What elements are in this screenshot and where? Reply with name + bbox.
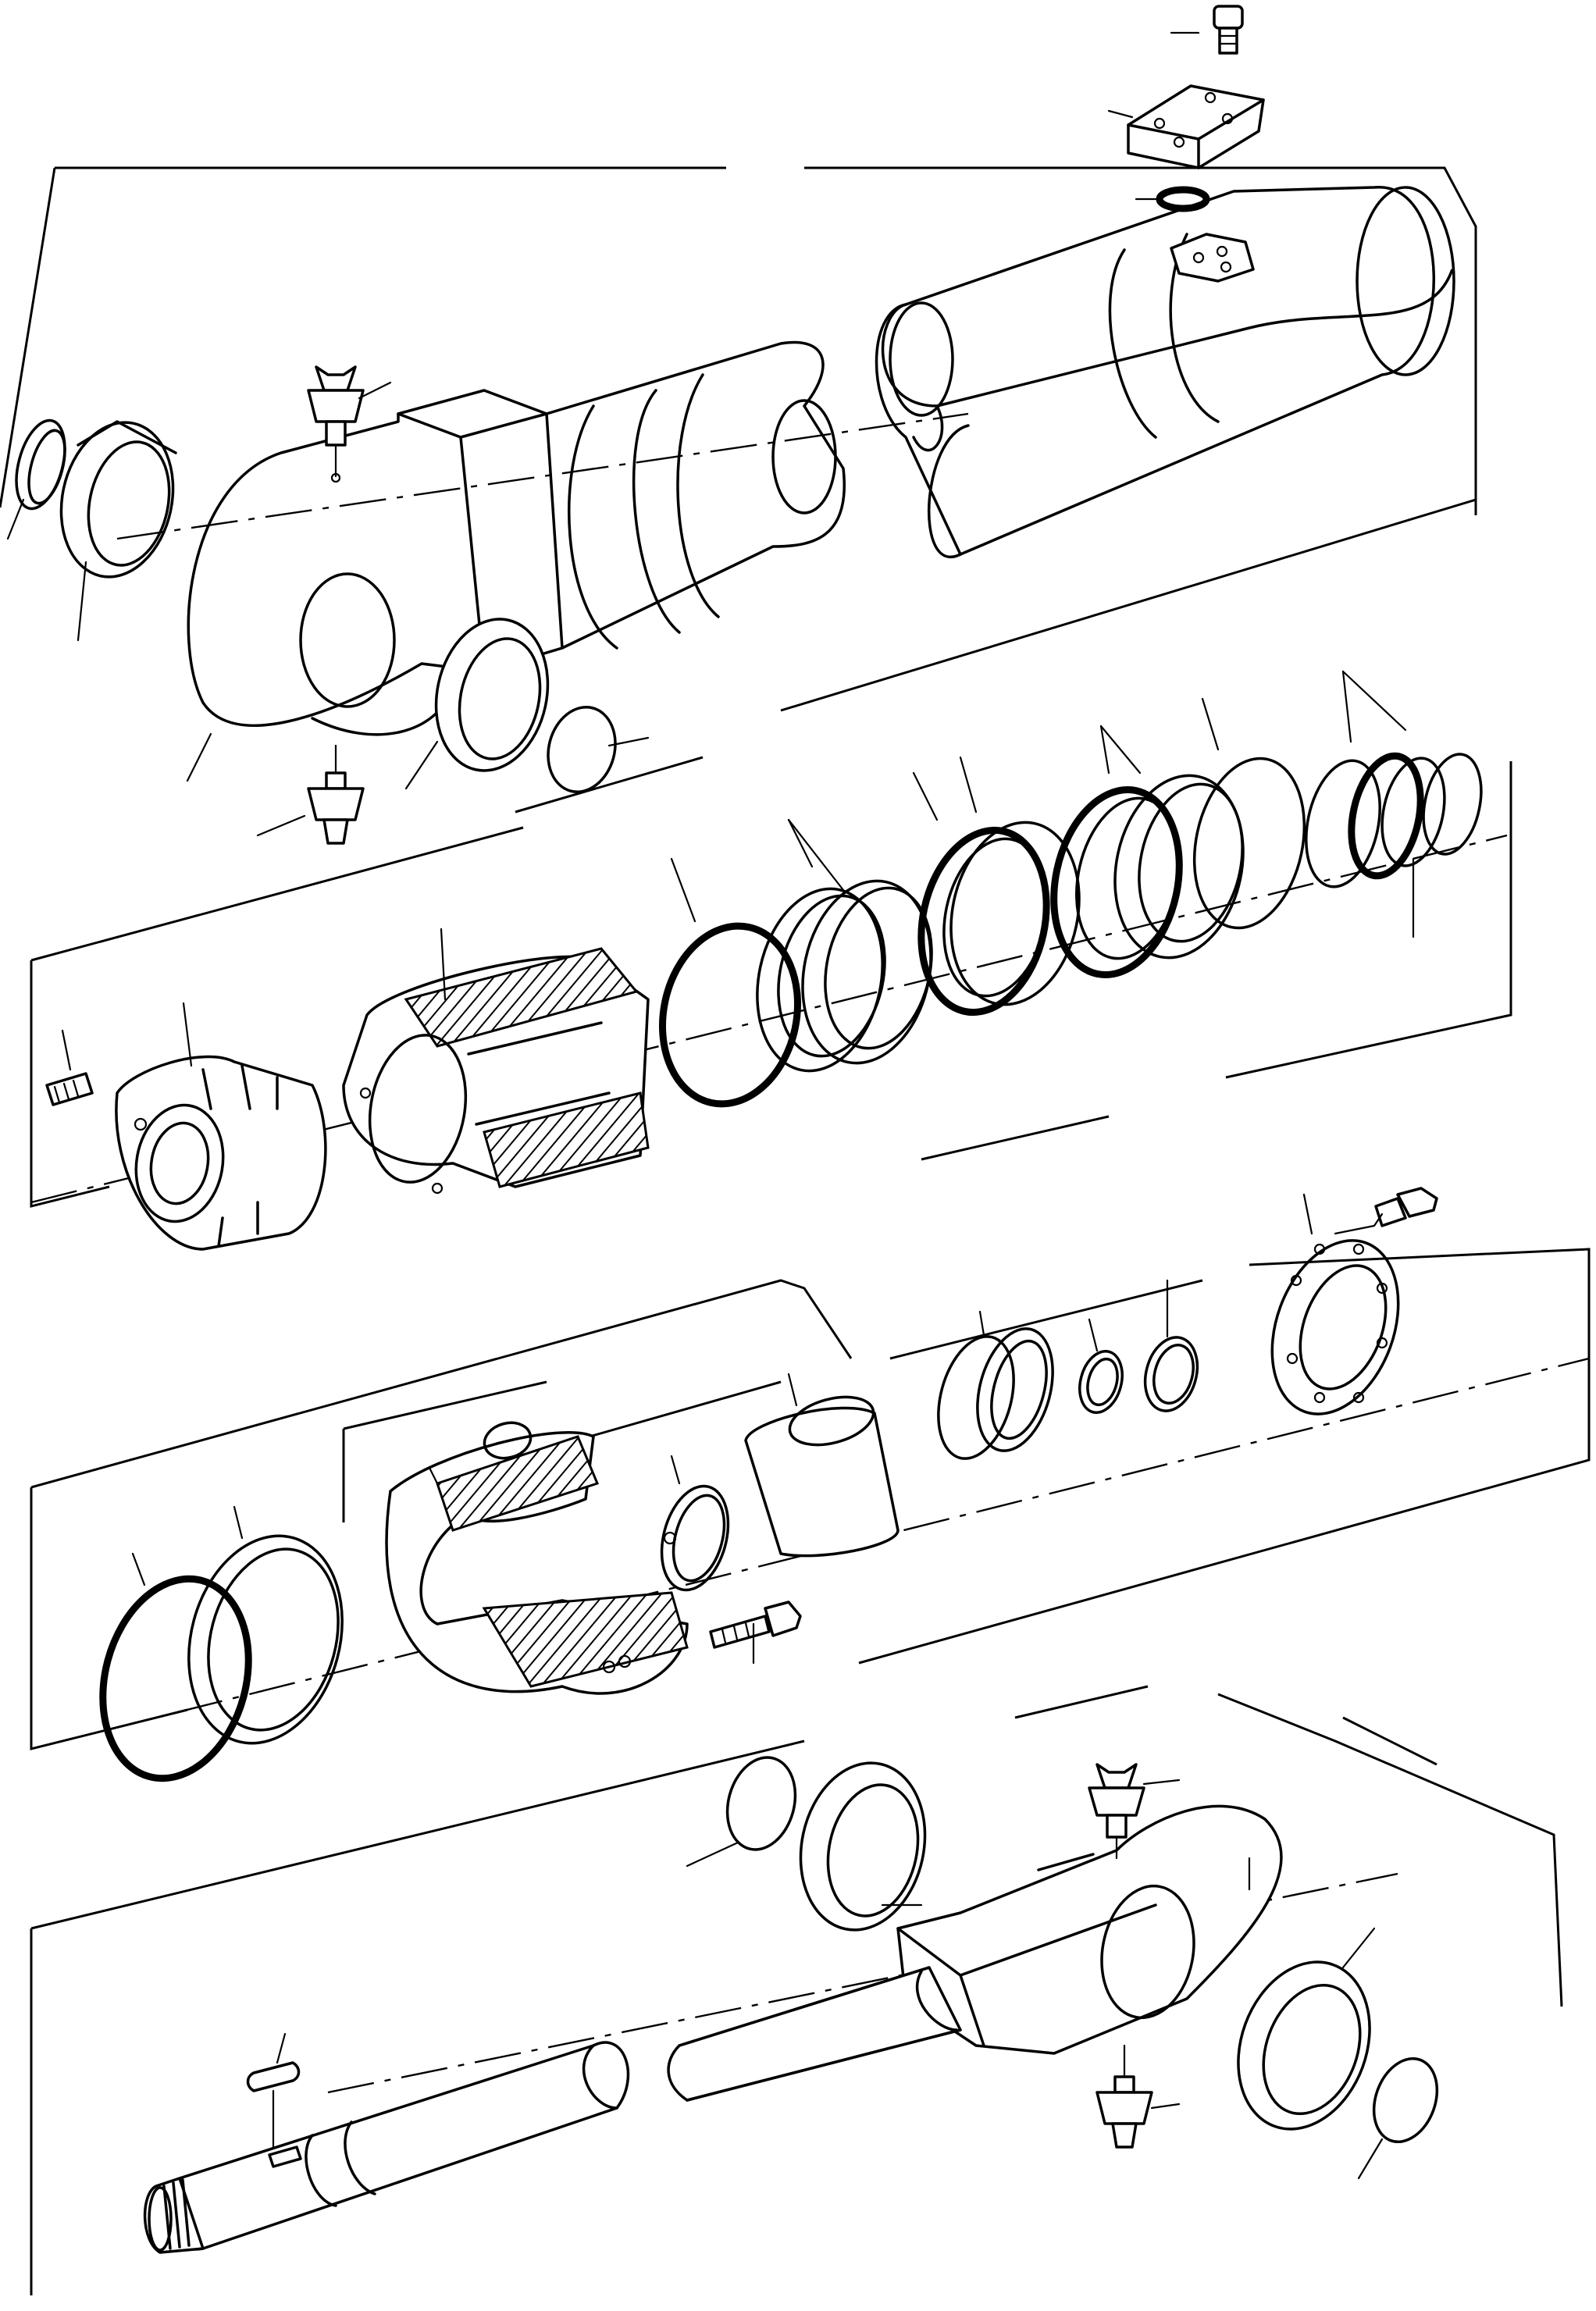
flange [1270, 1193, 1400, 1415]
small-ring-2 [1143, 1336, 1199, 1412]
retainer [187, 1505, 344, 1745]
wear-ring-pair [756, 818, 933, 1073]
rod-bushing-left [799, 1761, 927, 1932]
rod-eye [896, 1804, 1283, 2055]
ring-set-right [1192, 697, 1306, 930]
head-assembly [30, 1187, 1591, 1782]
piston-nut [115, 1002, 327, 1251]
head-bolt [709, 1601, 802, 1665]
bearing-sleeve [744, 1373, 900, 1558]
rod-bushing-right [1237, 1927, 1376, 2131]
flange-bolt [1334, 1187, 1438, 1235]
centerline-barrel [116, 412, 969, 540]
rod-o-ring-right [1372, 2056, 1439, 2144]
barrel-assembly [0, 5, 1477, 845]
lock-ring [660, 1455, 730, 1592]
frame-rod [30, 1685, 1563, 2295]
rod-o-ring-left [725, 1756, 797, 1851]
rod-grease-nipple-bottom [1095, 2044, 1181, 2149]
seal-set-far-right [1305, 670, 1483, 938]
rod-assembly [30, 1685, 1563, 2295]
o-ring-small [1156, 186, 1210, 212]
rod-seal [937, 1310, 1054, 1460]
o-ring-right [547, 706, 617, 793]
small-ring-1 [1078, 1350, 1124, 1414]
piston-assembly [30, 670, 1512, 1251]
seal-pair [912, 756, 1081, 1017]
key [246, 2032, 301, 2149]
grease-nipple-top [307, 365, 392, 483]
centerline-head [30, 1357, 1590, 1750]
piston [342, 928, 650, 1195]
cylinder-head [385, 1421, 689, 1695]
frame-piston [30, 761, 1512, 1208]
grease-nipple-bottom [256, 744, 365, 845]
ring-1 [658, 922, 802, 1108]
bushing-right [404, 618, 550, 790]
set-screw [45, 1029, 94, 1106]
bolt [1170, 5, 1244, 55]
cylinder-body [545, 340, 846, 650]
flange-plate [1107, 84, 1265, 169]
rod-grease-nipple-top [1088, 1763, 1181, 1860]
piston-rod [143, 1966, 962, 2254]
guide-ring-pair [1050, 725, 1245, 978]
snap-ring [99, 1575, 252, 1782]
bushing-left [59, 420, 177, 642]
cylinder-tube [875, 186, 1455, 558]
